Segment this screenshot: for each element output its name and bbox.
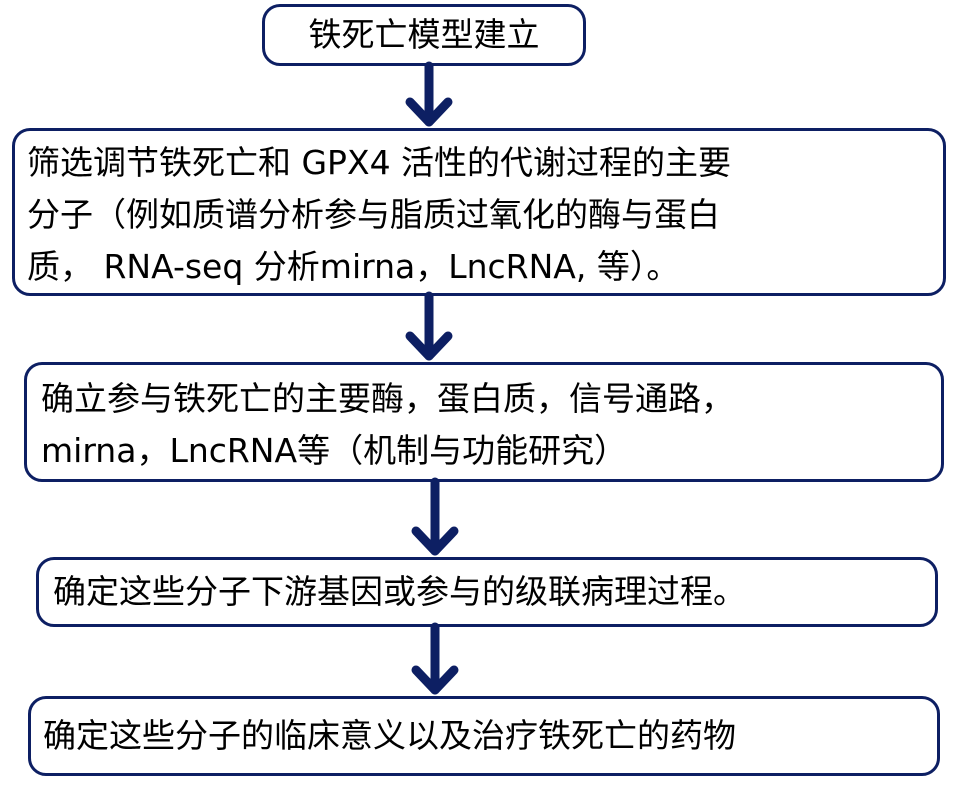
step-2-line-1: 筛选调节铁死亡和 GPX4 活性的代谢过程的主要 [27, 143, 732, 182]
arrow-2-to-3 [405, 291, 453, 361]
step-3-line-1: 确立参与铁死亡的主要酶，蛋白质，信号通路， [41, 379, 734, 418]
arrow-3-to-4 [411, 477, 459, 556]
step-1-text: 铁死亡模型建立 [308, 15, 540, 54]
step-3-box: 确立参与铁死亡的主要酶，蛋白质，信号通路， mirna，LncRNA等（机制与功… [24, 362, 944, 482]
step-4-box: 确定这些分子下游基因或参与的级联病理过程。 [36, 557, 938, 627]
step-5-box: 确定这些分子的临床意义以及治疗铁死亡的药物 [28, 696, 940, 776]
step-2-box: 筛选调节铁死亡和 GPX4 活性的代谢过程的主要 分子（例如质谱分析参与脂质过氧… [12, 128, 946, 296]
step-5-text: 确定这些分子的临床意义以及治疗铁死亡的药物 [43, 716, 736, 755]
step-2-line-2: 分子（例如质谱分析参与脂质过氧化的酶与蛋白 [27, 195, 720, 234]
arrow-4-to-5 [411, 622, 459, 695]
step-1-box: 铁死亡模型建立 [262, 4, 586, 66]
step-3-line-2: mirna，LncRNA等（机制与功能研究） [41, 431, 628, 470]
arrow-1-to-2 [405, 61, 453, 127]
step-4-text: 确定这些分子下游基因或参与的级联病理过程。 [53, 572, 746, 611]
step-2-line-3: 质， RNA-seq 分析mirna，LncRNA, 等）。 [27, 247, 680, 286]
